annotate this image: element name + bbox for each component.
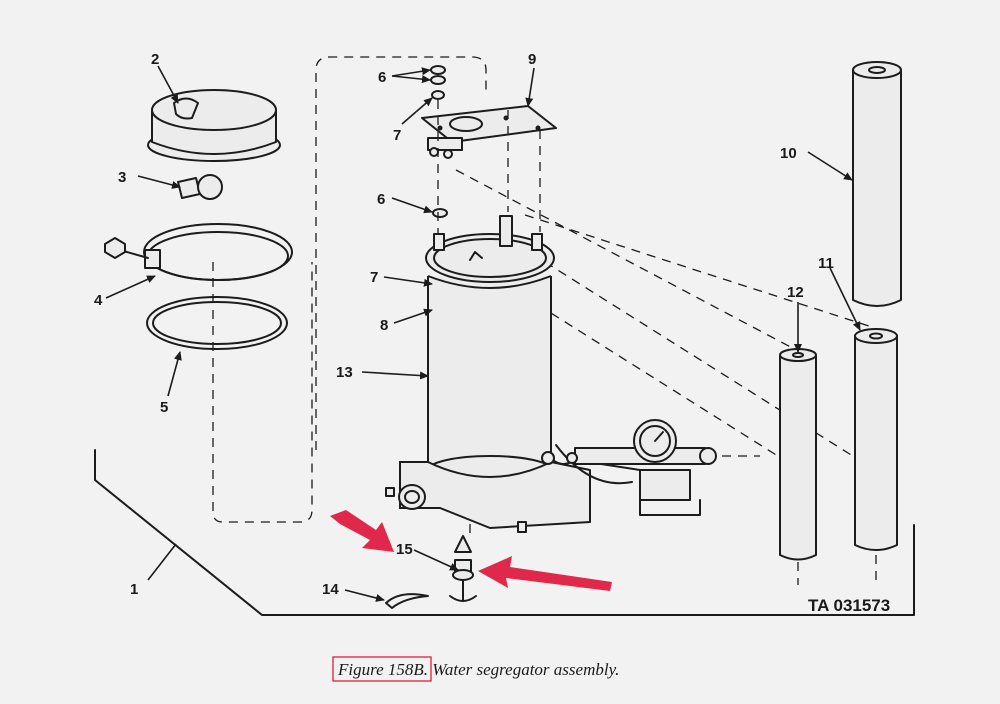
callout-11: 11 [818, 255, 834, 272]
callout-15: 15 [396, 541, 413, 558]
callout-labels: 2 3 4 5 1 6 7 9 6 7 8 13 10 11 12 15 14 [94, 51, 834, 598]
drain-valve-part [449, 535, 477, 602]
caption-text: Figure 158B. Water segregator assembly. [337, 660, 619, 679]
coalescer-element-part [854, 328, 898, 585]
caption-highlight-box [332, 656, 432, 682]
pressure-gauge-part [541, 419, 717, 516]
base-plate-outline [94, 449, 915, 616]
highlight-arrow-right [478, 556, 612, 591]
callout-14: 14 [322, 581, 339, 598]
callout-6-top: 6 [378, 69, 386, 86]
callout-9: 9 [528, 51, 536, 68]
callout-3: 3 [118, 169, 126, 186]
figure-caption: Figure 158B. Water segregator assembly. [332, 656, 619, 682]
callout-2: 2 [151, 51, 159, 68]
callout-5: 5 [160, 399, 168, 416]
callout-1: 1 [130, 581, 138, 598]
leader-lines [105, 65, 861, 602]
gasket-part [146, 296, 288, 350]
caption-description: B. Water segregator assembly. [413, 660, 619, 679]
mounting-plate-part [421, 105, 557, 159]
highlight-arrows [330, 510, 612, 591]
clamp-bolt-part [177, 174, 223, 200]
figure-id: TA 031573 [808, 596, 890, 615]
callout-10: 10 [780, 145, 797, 162]
caption-figure-ref: Figure 158 [337, 660, 414, 679]
callout-8: 8 [380, 317, 388, 334]
callout-6-mid: 6 [377, 191, 385, 208]
highlight-arrow-upper [330, 510, 394, 552]
separator-element-part [779, 348, 817, 585]
cotter-pin-part [385, 593, 429, 609]
bowl-housing-part [425, 215, 555, 485]
callout-7-top: 7 [393, 127, 401, 144]
dashed-grouping-frames [212, 56, 487, 523]
callout-4: 4 [94, 292, 103, 309]
cover-part [147, 89, 281, 162]
callout-12: 12 [787, 284, 804, 301]
callout-7-mid: 7 [370, 269, 378, 286]
clamp-band-part [104, 223, 293, 281]
callout-13: 13 [336, 364, 353, 381]
head-base-part [385, 461, 591, 533]
filter-element-part [852, 61, 902, 307]
